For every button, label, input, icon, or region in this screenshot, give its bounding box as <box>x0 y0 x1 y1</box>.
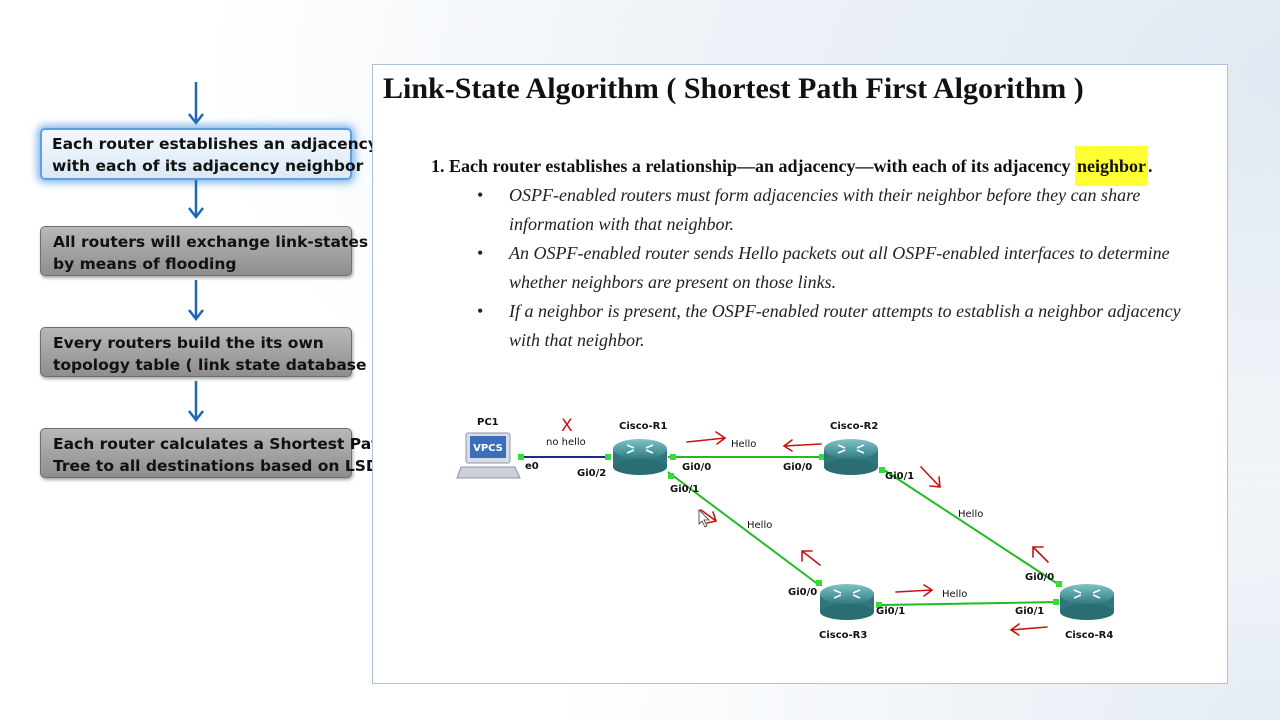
port-dots <box>518 454 1062 608</box>
router-r1-icon <box>612 438 668 476</box>
flow-step-line: Each router establishes an adjacency <box>52 135 378 153</box>
flow-step-line: Tree to all destinations based on LSDB <box>53 457 391 475</box>
link-r1-r3 <box>667 471 820 586</box>
hello-label-r1-r3: Hello <box>747 520 772 531</box>
flow-step-line: Each router calculates a Shortest Path <box>53 435 390 453</box>
hello-label-r3-r4: Hello <box>942 589 967 600</box>
point-text: 1. Each router establishes a relationshi… <box>431 156 1075 176</box>
link-r2-r4 <box>880 467 1062 587</box>
arrow-up-left-icon <box>1032 546 1049 563</box>
arrow-right-icon <box>895 584 934 597</box>
flow-step-line: topology table ( link state database ) <box>53 356 379 374</box>
flow-step-line: with each of its adjacency neighbor <box>52 157 364 175</box>
r1-gi00-label: Gi0/0 <box>682 462 711 473</box>
arrow-right-icon <box>686 431 727 445</box>
r4-gi00-label: Gi0/0 <box>1025 572 1054 583</box>
arrow-down-right-icon <box>700 509 718 524</box>
bullet-item: OSPF-enabled routers must form adjacenci… <box>477 181 1207 239</box>
highlighted-word: neighbor <box>1075 146 1149 186</box>
flow-step-line: Every routers build the its own <box>53 334 324 352</box>
router-r2-icon <box>823 438 879 476</box>
slide-panel: Link-State Algorithm ( Shortest Path Fir… <box>372 64 1228 684</box>
router-r4-name: Cisco-R4 <box>1065 630 1113 641</box>
r2-gi00-label: Gi0/0 <box>783 462 812 473</box>
ospf-topology-diagram: VPCS PC1 e0 X no hello Cisco-R1 Cisco-R2… <box>456 416 1115 641</box>
hello-direction-arrows <box>686 431 1049 636</box>
hello-label-r1-r2: Hello <box>731 439 756 450</box>
pc-screen-label: VPCS <box>473 443 503 454</box>
bullet-list: OSPF-enabled routers must form adjacenci… <box>477 181 1207 355</box>
bullet-item: If a neighbor is present, the OSPF-enabl… <box>477 297 1207 355</box>
no-hello-label: no hello <box>546 437 586 448</box>
arrow-left-icon <box>782 439 822 452</box>
router-r4-icon <box>1059 583 1115 621</box>
slide-title: Link-State Algorithm ( Shortest Path Fir… <box>383 72 1084 105</box>
flow-step-spf-tree: Each router calculates a Shortest Path T… <box>40 428 391 478</box>
r3-gi01-label: Gi0/1 <box>876 606 905 617</box>
hello-label-r2-r4: Hello <box>958 509 983 520</box>
arrow-down-right-icon <box>920 466 941 488</box>
r2-gi01-label: Gi0/1 <box>885 471 914 482</box>
flow-arrow-icon <box>188 180 204 220</box>
bullet-item: An OSPF-enabled router sends Hello packe… <box>477 239 1207 297</box>
numbered-point: 1. Each router establishes a relationshi… <box>431 146 1153 186</box>
r1-gi02-label: Gi0/2 <box>577 468 606 479</box>
arrow-left-icon <box>1009 623 1048 636</box>
flow-step-line: All routers will exchange link-states <box>53 233 369 251</box>
flow-step-topology-table: Every routers build the its own topology… <box>40 327 379 377</box>
flow-step-flooding: All routers will exchange link-states by… <box>40 226 369 276</box>
r3-gi00-label: Gi0/0 <box>788 587 817 598</box>
flow-arrow-icon <box>188 381 204 423</box>
mouse-cursor-icon <box>698 509 710 528</box>
pc-name: PC1 <box>477 417 499 428</box>
flow-step-adjacency: Each router establishes an adjacency wit… <box>40 128 378 180</box>
router-r3-icon <box>819 583 875 621</box>
pc-port-label: e0 <box>525 461 539 472</box>
link-r3-r4 <box>878 601 1060 606</box>
router-r2-name: Cisco-R2 <box>830 421 878 432</box>
r4-gi01-label: Gi0/1 <box>1015 606 1044 617</box>
pc-vpcs-icon <box>456 432 521 479</box>
flow-arrow-icon <box>188 280 204 322</box>
router-r3-name: Cisco-R3 <box>819 630 867 641</box>
router-r1-name: Cisco-R1 <box>619 421 667 432</box>
arrow-up-left-icon <box>801 550 821 566</box>
no-hello-x-mark: X <box>561 416 573 436</box>
flow-step-line: by means of flooding <box>53 255 237 273</box>
point-suffix: . <box>1148 156 1153 176</box>
r1-gi01-label: Gi0/1 <box>670 484 699 495</box>
flow-arrow-icon <box>188 82 204 126</box>
